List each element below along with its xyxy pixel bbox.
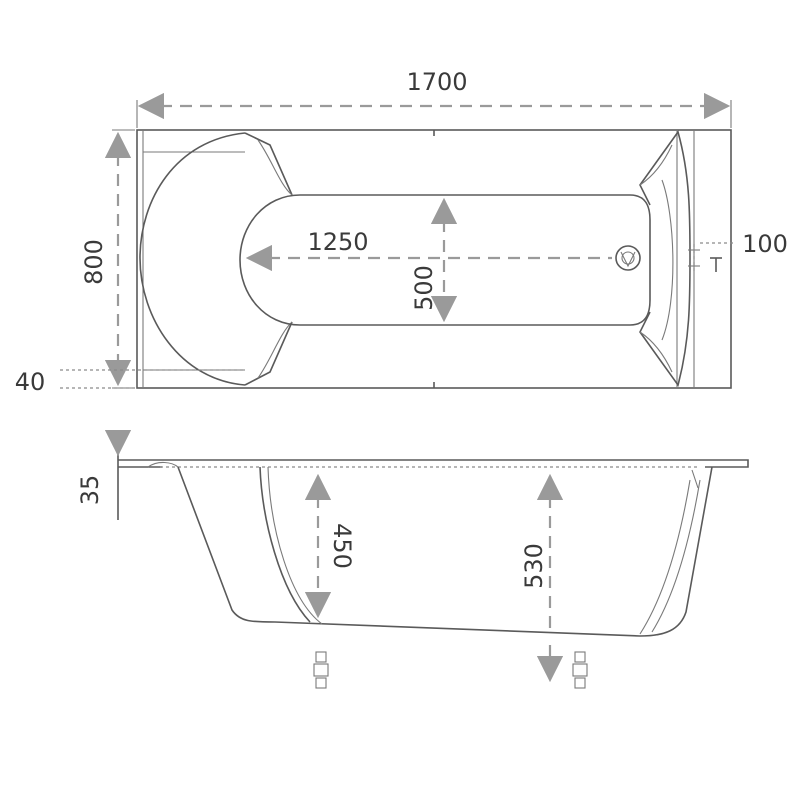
dim-total-length: 1700 [136, 68, 732, 128]
drain-icon [615, 245, 641, 271]
dim-depth-head: 450 [304, 473, 356, 619]
shoulder-detail-bottom-left [257, 321, 293, 379]
dim-total-width: 800 [80, 129, 135, 389]
label-inner-length: 1250 [307, 228, 368, 256]
headrest-arc [139, 132, 246, 386]
label-rim-height: 35 [76, 475, 104, 506]
side-view [118, 459, 749, 689]
label-rim-thickness: 40 [15, 368, 46, 396]
label-drain-offset: 100 [742, 230, 788, 258]
label-depth-drain: 530 [520, 543, 548, 589]
shoulder-top-left [244, 132, 293, 196]
inner-basin [239, 194, 651, 326]
inner-back-wall [259, 466, 311, 623]
inner-foot-wall [651, 479, 701, 633]
overflow-side-mark [691, 469, 699, 489]
label-depth-head: 450 [328, 523, 356, 569]
shoulder-bottom-left [244, 321, 293, 386]
dim-inner-width: 500 [410, 197, 458, 323]
rim-top-line [118, 459, 749, 468]
overflow-icon [688, 244, 700, 272]
label-inner-width: 500 [410, 265, 438, 311]
foot-detail-top [639, 144, 673, 186]
foot-left-icon [313, 651, 329, 689]
foot-inner-curve [661, 179, 674, 341]
dim-depth-drain: 530 [520, 473, 564, 683]
rim-left-lip [147, 461, 179, 468]
foot-end-shape [639, 130, 691, 387]
dim-drain-offset: 100 [700, 230, 788, 272]
foot-right-icon [572, 651, 588, 689]
dim-rim-thickness: 40 [15, 368, 245, 396]
dim-rim-height: 35 [76, 429, 132, 520]
label-total-width: 800 [80, 239, 108, 285]
inner-foot-wall-2 [639, 479, 691, 635]
label-total-length: 1700 [406, 68, 467, 96]
shoulder-detail-top-left [257, 139, 293, 196]
foot-detail-bottom [639, 331, 673, 373]
top-view [136, 129, 732, 389]
dim-inner-length: 1250 [245, 228, 612, 272]
tub-body-outline [177, 466, 713, 637]
